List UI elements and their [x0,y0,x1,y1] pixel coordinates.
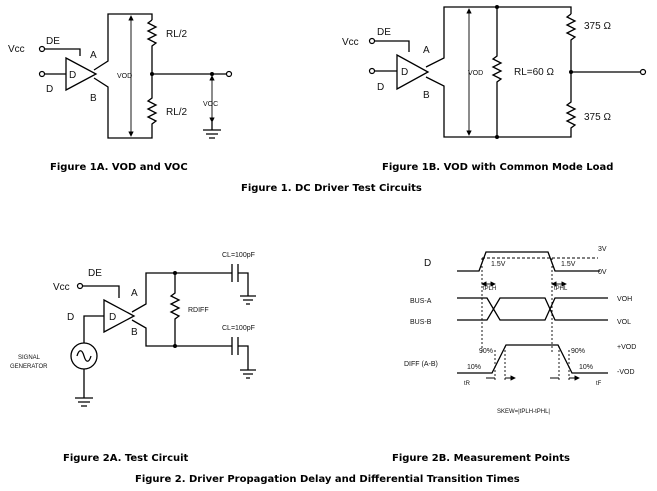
resistor-375-top [565,13,577,72]
gate-d-label: D [109,312,116,323]
generator-label-2: GENERATOR [10,364,48,370]
ground-icon [238,272,256,305]
d-label: D [377,82,384,93]
figure-1a-caption: Figure 1A. VOD and VOC [50,162,188,173]
p10-label-1: 10% [467,364,481,371]
tphl-label: tPHL [554,286,568,292]
resistor-375-bottom [565,72,577,130]
rl-bottom-label: RL/2 [166,107,188,118]
figure-2-caption: Figure 2. Driver Propagation Delay and D… [135,474,520,485]
v15-label-1: 1.5V [491,261,506,268]
vcc-label: Vcc [342,37,359,48]
figure-1b-circuit [368,5,647,139]
figure-1-caption: Figure 1. DC Driver Test Circuits [241,183,422,194]
vcc-terminal [368,37,376,45]
common-mode-terminal [639,68,647,76]
a-label: A [131,288,138,299]
r375-top-label: 375 Ω [584,21,611,32]
vol-label: VOL [617,319,631,326]
figure-1b-caption: Figure 1B. VOD with Common Mode Load [382,162,613,173]
tf-label: tF [596,381,602,387]
voc-terminal [225,70,233,78]
driver-gate [103,298,136,334]
vcc-terminal [76,282,84,290]
figure-2a-labels: Vcc DE D A B D RDIFF CL=100pF CL=100pF S… [10,252,255,370]
tplh-label: tPLH [483,286,496,292]
driver-gate [396,53,430,91]
resistor-rl [491,7,503,137]
a-label: A [90,50,97,61]
skew-label: SKEW=|tPLH-tPHL| [497,409,550,415]
d-label: D [67,312,74,323]
v15-label-2: 1.5V [561,261,576,268]
figure-2b-labels: D 3V 0V 1.5V 1.5V tPLH tPHL BUS-A VOH BU… [404,246,636,415]
gate-d-label: D [69,70,76,81]
cl-top-label: CL=100pF [222,252,255,259]
p90-label-1: 90% [479,348,493,355]
voh-label: VOH [617,296,632,303]
resistor-rl-bottom [146,74,158,132]
figure-2a-caption: Figure 2A. Test Circuit [63,453,189,464]
b-label: B [131,327,138,338]
rl-top-label: RL/2 [166,29,188,40]
bus-b-waveform [457,297,608,321]
plus-vod-label: +VOD [617,344,636,351]
figure-1a-circuit [38,13,233,139]
gate-d-label: D [401,67,408,78]
driver-gate [65,56,98,92]
d-label: D [424,258,431,269]
figure-2b-caption: Figure 2B. Measurement Points [392,453,570,464]
d-label: D [46,84,53,95]
p90-label-2: 90% [571,348,585,355]
vod-label: VOD [117,73,132,80]
cl-bottom-label: CL=100pF [222,325,255,332]
vcc-label: Vcc [53,282,70,293]
ground-icon [203,122,221,139]
minus-vod-label: -VOD [617,369,635,376]
de-label: DE [46,36,60,47]
de-label: DE [88,268,102,279]
vcc-label: Vcc [8,44,25,55]
bus-a-label: BUS-A [410,298,432,305]
bus-b-label: BUS-B [410,319,432,326]
b-label: B [423,90,430,101]
b-label: B [90,93,97,104]
p10-label-2: 10% [579,364,593,371]
v0-label: 0V [598,269,607,276]
ground-icon [75,369,93,407]
d-waveform [457,251,600,272]
diff-label: DIFF (A-B) [404,361,438,368]
rdiff-label: RDIFF [188,307,209,314]
capacitor-bottom [231,337,239,355]
de-label: DE [377,27,391,38]
d-input-terminal [368,67,376,75]
rl-label: RL=60 Ω [514,67,555,78]
d-input-terminal [38,70,46,78]
figure-2a-circuit [70,264,256,407]
r375-bottom-label: 375 Ω [584,112,611,123]
capacitor-top [231,264,239,282]
v3-label: 3V [598,246,607,253]
figure-2b-timing [457,251,608,380]
voc-label: VOC [203,101,218,108]
tr-label: tR [464,381,471,387]
a-label: A [423,45,430,56]
generator-label-1: SIGNAL [18,355,41,361]
bus-a-waveform [457,297,608,321]
resistor-rl-top [146,19,158,74]
resistor-rdiff [169,273,181,346]
ground-icon [238,345,256,379]
vod-label: VOD [468,70,483,77]
figure-1a-labels: Vcc DE D A B D VOD RL/2 RL/2 VOC [8,29,218,118]
vcc-terminal [38,45,46,53]
figure-1b-labels: Vcc DE D A B D VOD RL=60 Ω 375 Ω 375 Ω [342,21,611,123]
